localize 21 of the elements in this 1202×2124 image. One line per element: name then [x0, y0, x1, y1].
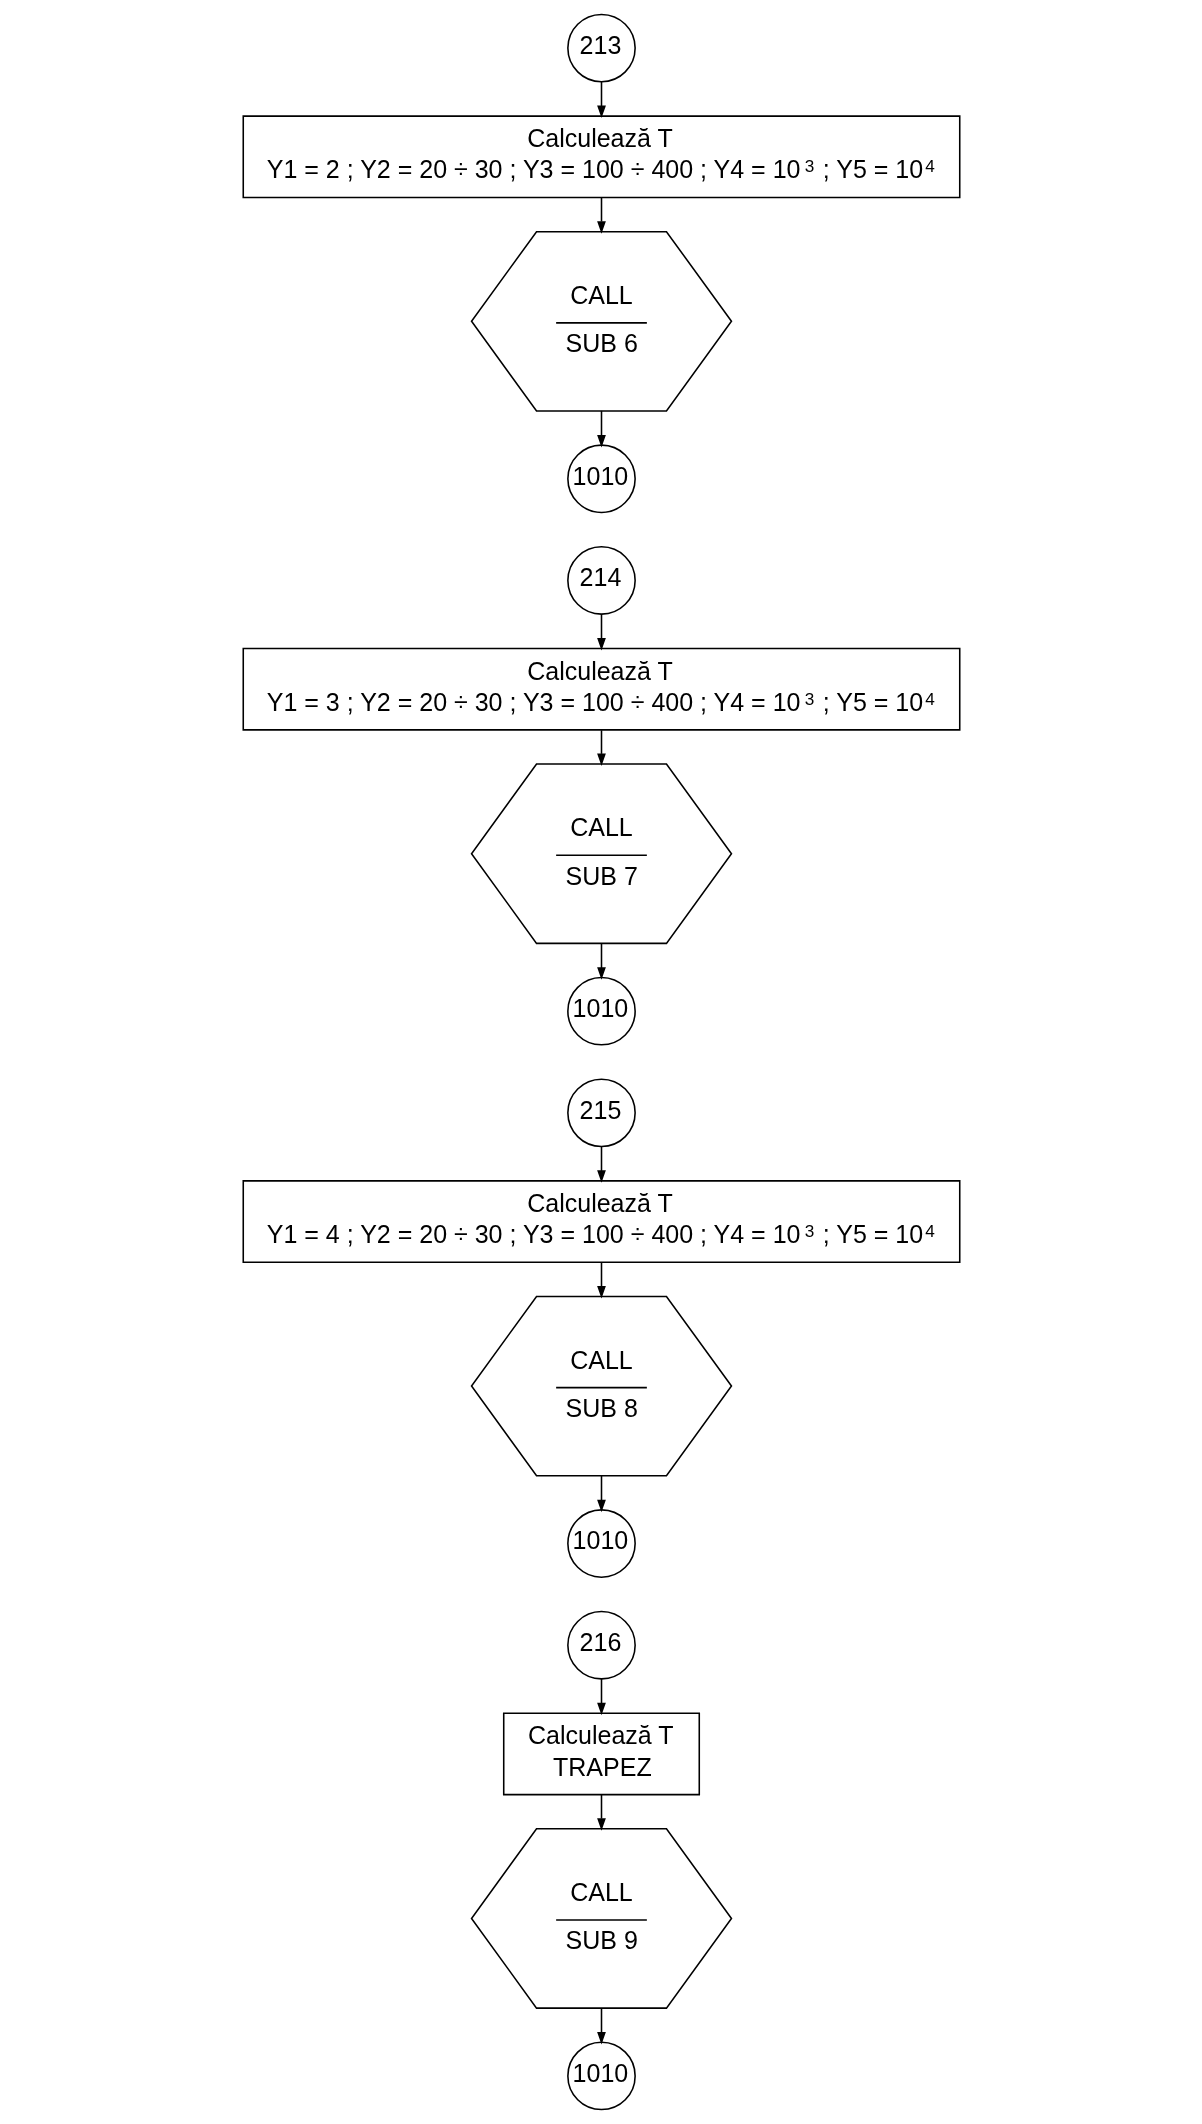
node-circle: 1010 [566, 976, 636, 1046]
node-circle: 215 [566, 1078, 636, 1148]
node-circle: 1010 [566, 444, 636, 514]
arrow [596, 81, 606, 119]
arrow [596, 197, 606, 234]
node-circle: 216 [566, 1610, 636, 1680]
node-circle: 1010 [566, 2041, 636, 2111]
arrow [596, 1678, 606, 1716]
arrow [596, 1474, 606, 1513]
node-circle: 1010 [566, 1509, 636, 1578]
arrow [596, 2007, 606, 2045]
arrow [596, 1145, 606, 1183]
arrow [596, 410, 606, 448]
arrow [596, 613, 606, 651]
arrow [596, 1261, 606, 1299]
node-box: Calculează T TRAPEZ [502, 1712, 700, 1796]
arrow [596, 729, 606, 767]
arrow [596, 1794, 606, 1831]
arrow [596, 942, 606, 980]
node-circle: 213 [566, 13, 636, 83]
node-circle: 214 [566, 546, 636, 615]
